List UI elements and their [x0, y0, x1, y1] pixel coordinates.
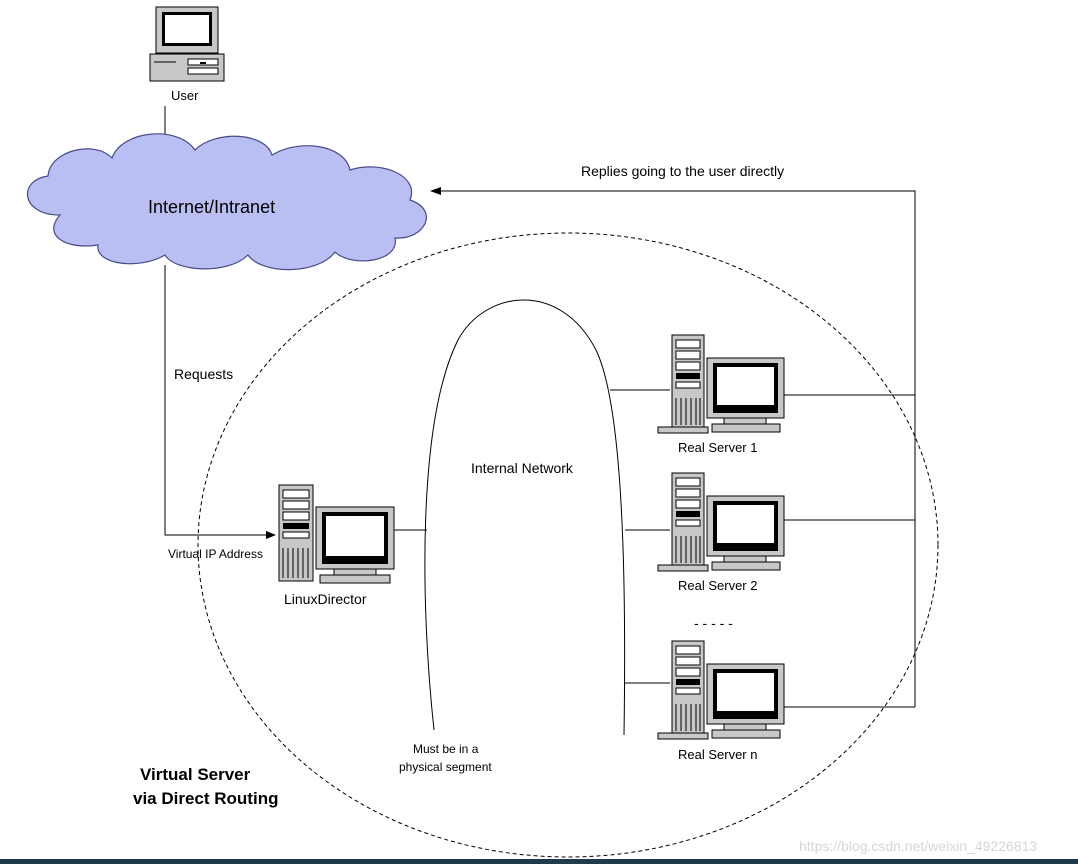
physical-segment-note-line1: Must be in a	[413, 742, 479, 756]
server-tower-icon	[657, 334, 709, 434]
server-tower-icon	[278, 484, 314, 582]
crt-monitor-icon	[706, 663, 785, 739]
real-server-n	[657, 640, 785, 740]
real-server-1-label: Real Server 1	[678, 440, 757, 455]
internal-network-segment	[424, 299, 626, 736]
servers-ellipsis: - - - - -	[694, 615, 733, 631]
watermark: https://blog.csdn.net/weixin_49226813	[799, 838, 1037, 854]
diagram-title-line2: via Direct Routing	[133, 789, 278, 808]
arrow-head-icon	[430, 187, 441, 195]
linux-director-server	[278, 484, 395, 584]
real-server-2	[657, 472, 785, 572]
user-computer-icon	[149, 6, 225, 82]
crt-monitor-icon	[706, 495, 785, 571]
crt-monitor-icon	[706, 357, 785, 433]
arrow-head-icon	[266, 531, 276, 539]
bottom-bar	[0, 859, 1078, 864]
replies-line	[440, 190, 916, 707]
virtual-ip-label: Virtual IP Address	[168, 547, 263, 561]
real-server-2-label: Real Server 2	[678, 578, 757, 593]
diagram-title-line1: Virtual Server	[140, 765, 251, 784]
requests-line	[164, 265, 268, 536]
crt-monitor-icon	[315, 506, 395, 584]
linux-director-label: LinuxDirector	[284, 591, 367, 607]
requests-label: Requests	[174, 366, 233, 382]
internet-label: Internet/Intranet	[148, 197, 275, 217]
physical-segment-note-line2: physical segment	[399, 760, 492, 774]
virtual-server-boundary	[197, 232, 939, 858]
cloud-icon	[26, 133, 427, 271]
real-server-1	[657, 334, 785, 434]
real-server-n-label: Real Server n	[678, 747, 757, 762]
internal-network-label: Internal Network	[471, 460, 574, 476]
server-tower-icon	[657, 640, 709, 740]
server-tower-icon	[657, 472, 709, 572]
user-label: User	[171, 88, 199, 103]
replies-label: Replies going to the user directly	[581, 163, 784, 179]
